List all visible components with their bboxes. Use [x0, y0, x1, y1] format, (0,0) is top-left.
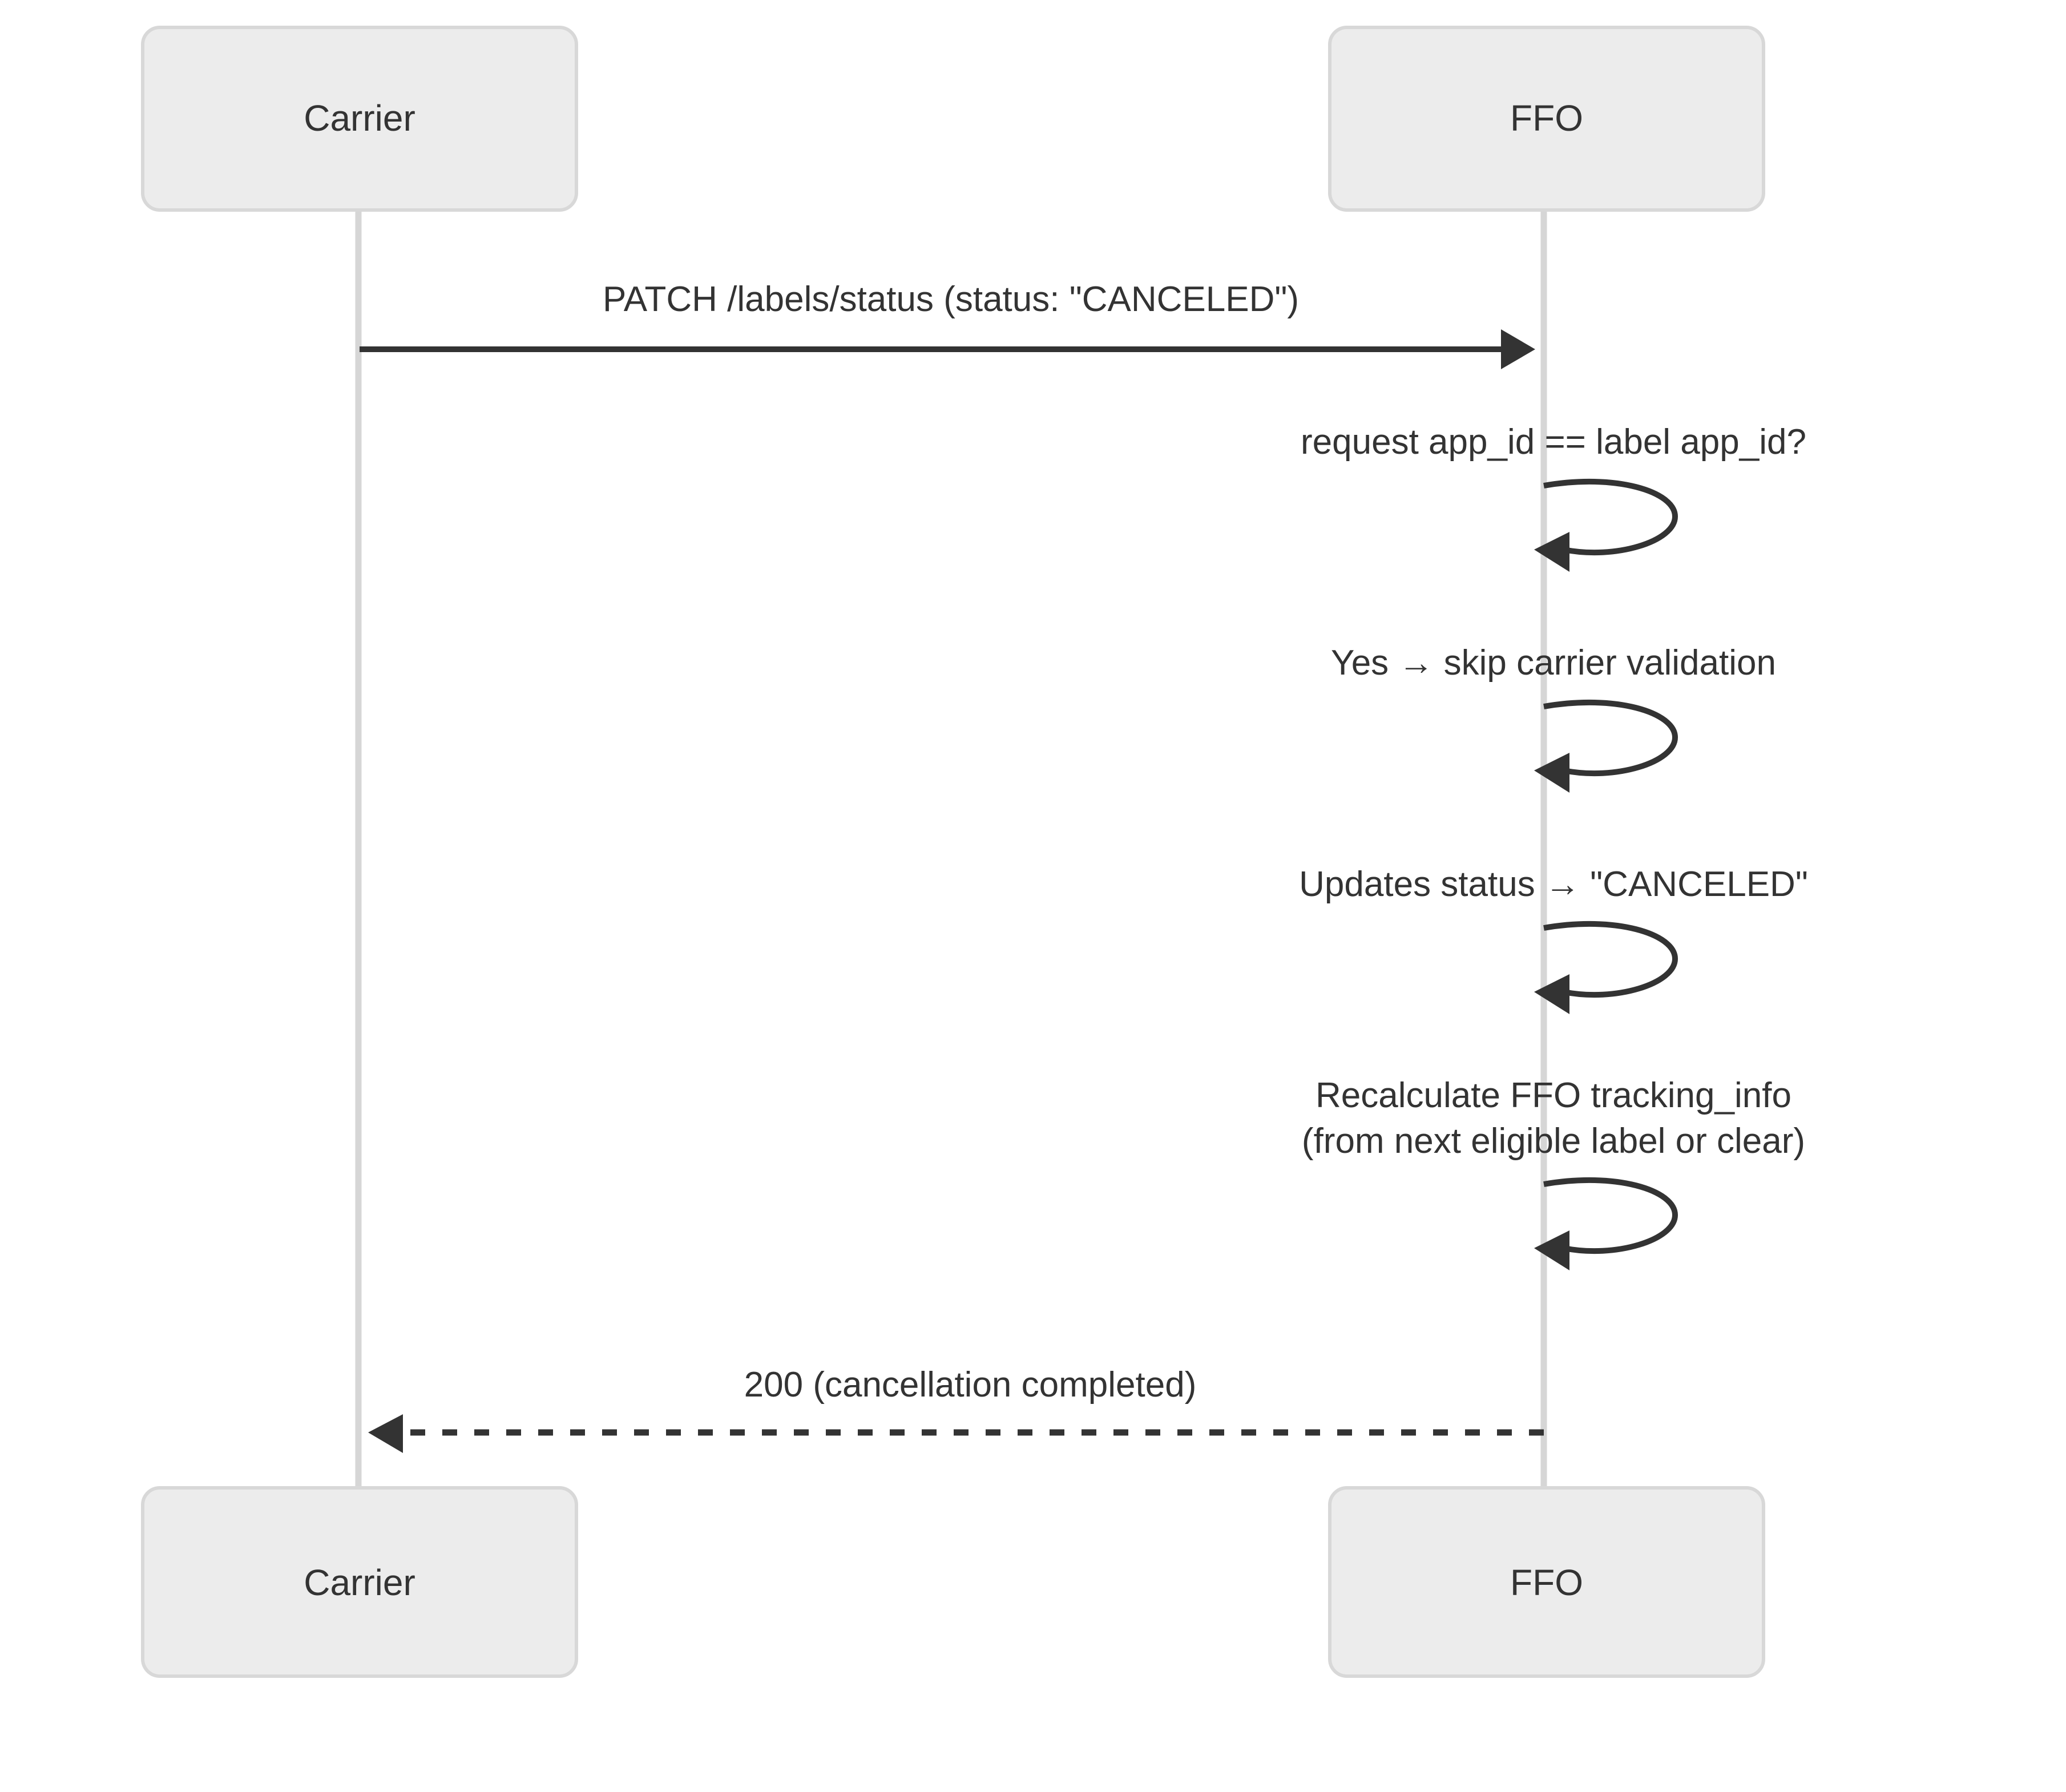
actor-box-carrier-bottom[interactable]	[141, 1486, 578, 1678]
self-message-updates-status[interactable]: Updates status → "CANCELED"	[1299, 865, 1808, 1014]
self-loop-arc-recalculate-tracking-info	[1543, 1177, 1678, 1254]
actor-label-carrier-top: Carrier	[304, 98, 415, 139]
self-loop-arc-app-id-check	[1543, 478, 1678, 556]
arrowhead-skip-carrier-validation	[1534, 753, 1569, 793]
actor-top-ffo[interactable]: FFO	[1328, 26, 1765, 212]
arrowhead-recalculate-tracking-info	[1534, 1230, 1569, 1270]
self-message-label-updates-status: Updates status → "CANCELED"	[1299, 865, 1808, 904]
self-message-app-id-check[interactable]: request app_id == label app_id?	[1301, 422, 1806, 572]
self-message-label-recalculate-line2: (from next eligible label or clear)	[1302, 1121, 1805, 1161]
actor-label-ffo-top: FFO	[1510, 98, 1583, 139]
arrowhead-200-response	[368, 1414, 403, 1453]
actor-top-carrier[interactable]: Carrier	[141, 26, 578, 212]
message-patch-labels-status[interactable]: PATCH /labels/status (status: "CANCELED"…	[360, 280, 1535, 369]
arrowhead-app-id-check	[1534, 532, 1569, 572]
message-200-cancellation-completed[interactable]: 200 (cancellation completed)	[368, 1365, 1544, 1453]
arrowhead-patch	[1501, 329, 1535, 369]
self-loop-arc-updates-status	[1543, 921, 1678, 998]
actor-label-carrier-bottom: Carrier	[304, 1562, 415, 1603]
actor-box-ffo-top[interactable]	[1328, 26, 1765, 212]
actor-bottom-ffo[interactable]: FFO	[1328, 1486, 1765, 1678]
self-loop-arc-skip-carrier-validation	[1543, 699, 1678, 777]
actor-label-ffo-bottom: FFO	[1510, 1562, 1583, 1603]
message-label-200-response: 200 (cancellation completed)	[744, 1365, 1197, 1404]
actor-bottom-carrier[interactable]: Carrier	[141, 1486, 578, 1678]
arrowhead-updates-status	[1534, 974, 1569, 1014]
self-message-label-recalculate-line1: Recalculate FFO tracking_info	[1316, 1076, 1791, 1115]
actor-box-carrier-top[interactable]	[141, 26, 578, 212]
self-message-skip-carrier-validation[interactable]: Yes → skip carrier validation	[1331, 643, 1776, 793]
self-message-recalculate-tracking-info[interactable]: Recalculate FFO tracking_info (from next…	[1302, 1076, 1805, 1270]
actor-box-ffo-bottom[interactable]	[1328, 1486, 1765, 1678]
self-message-label-app-id-check: request app_id == label app_id?	[1301, 422, 1806, 462]
self-message-label-skip-carrier-validation: Yes → skip carrier validation	[1331, 643, 1776, 683]
message-label-patch: PATCH /labels/status (status: "CANCELED"…	[603, 280, 1299, 319]
